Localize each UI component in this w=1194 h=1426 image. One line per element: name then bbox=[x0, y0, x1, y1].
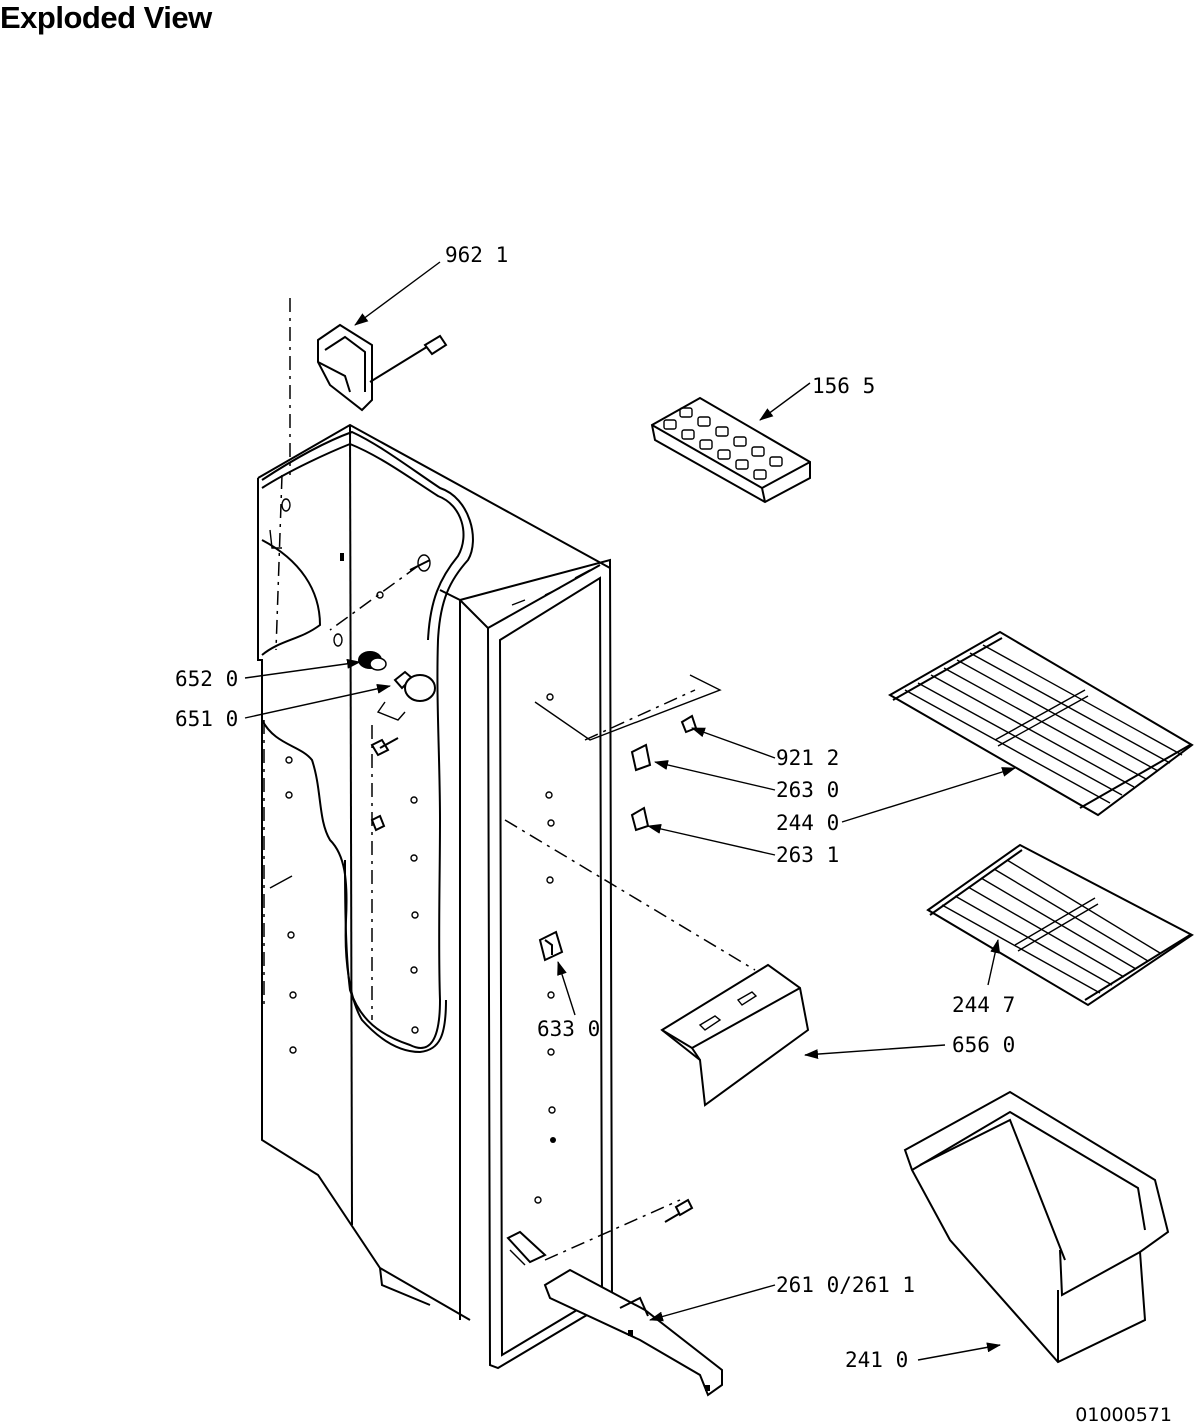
page-title: Exploded View bbox=[0, 0, 212, 35]
callout-label-1565: 156 5 bbox=[812, 374, 875, 398]
breaker-frame bbox=[459, 558, 614, 1370]
callout-label-2610-2611: 261 0/261 1 bbox=[776, 1273, 915, 1297]
callout-label-6520: 652 0 bbox=[175, 667, 238, 691]
liner-fasteners bbox=[370, 554, 431, 832]
freezer-shelf-cover bbox=[660, 963, 810, 1107]
wire-shelf-lower bbox=[926, 843, 1194, 1007]
assembly-centerlines bbox=[263, 298, 756, 1261]
callout-label-9212: 921 2 bbox=[776, 746, 839, 770]
lamp-socket bbox=[358, 651, 387, 671]
shelf-supports bbox=[534, 674, 722, 832]
bottom-hinge bbox=[543, 1198, 723, 1397]
ice-cube-tray bbox=[650, 396, 811, 504]
damper-control bbox=[538, 930, 564, 962]
callout-label-6510: 651 0 bbox=[175, 707, 238, 731]
wire-shelf-upper bbox=[887, 630, 1194, 817]
light-bulb bbox=[393, 670, 436, 702]
callout-label-2410: 241 0 bbox=[845, 1348, 908, 1372]
callout-label-6330: 633 0 bbox=[537, 1017, 600, 1041]
top-hinge-bracket bbox=[317, 323, 448, 412]
freezer-basket bbox=[903, 1090, 1170, 1364]
callout-label-9621: 962 1 bbox=[445, 243, 508, 267]
callout-label-2447: 244 7 bbox=[952, 993, 1015, 1017]
callout-label-6560: 656 0 bbox=[952, 1033, 1015, 1057]
freezer-liner bbox=[257, 423, 611, 1321]
callout-leaders bbox=[244, 261, 1016, 1361]
callout-label-2630: 263 0 bbox=[776, 778, 839, 802]
document-id: 01000571 bbox=[1075, 1404, 1172, 1426]
callout-label-2631: 263 1 bbox=[776, 843, 839, 867]
callout-label-2440: 244 0 bbox=[776, 811, 839, 835]
